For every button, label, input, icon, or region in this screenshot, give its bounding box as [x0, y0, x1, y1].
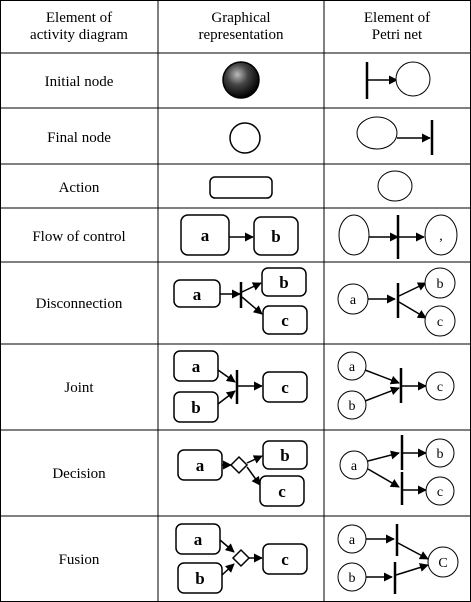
petri-dec-place-c: c	[437, 485, 443, 500]
row-label-action: Action	[59, 180, 100, 196]
uml-joint-node-b: b	[191, 398, 200, 417]
row-label-joint: Joint	[64, 380, 94, 396]
uml-flow-of-control: a b	[180, 214, 299, 256]
petri-joint-place-a: a	[349, 360, 356, 375]
uml-disc-node-b: b	[279, 273, 288, 292]
row-labels: Initial node Final node Action Flow of c…	[32, 74, 125, 568]
uml-flow-node-b: b	[271, 227, 280, 246]
uml-dec-node-c: c	[278, 482, 286, 501]
row-label-fusion: Fusion	[59, 552, 100, 568]
petri-joint-place-c: c	[437, 380, 443, 395]
petri-decision: a b c	[339, 435, 455, 506]
row-label-initial-node: Initial node	[45, 74, 114, 90]
uml-joint: a b c	[173, 350, 308, 423]
petri-joint: a b c	[337, 351, 455, 420]
row-label-flow-of-control: Flow of control	[32, 229, 125, 245]
petri-disconnection: a b c	[337, 267, 456, 337]
petri-fus-place-a: a	[349, 533, 356, 548]
uml-initial-node-symbol	[222, 61, 260, 99]
uml-fusion: a b c	[175, 523, 308, 594]
petri-action-symbol	[377, 170, 413, 202]
uml-dec-node-a: a	[196, 456, 205, 475]
uml-disconnection: a b c	[173, 267, 308, 335]
uml-decision-diamond	[229, 455, 249, 475]
uml-decision: a b c	[177, 440, 308, 507]
uml-disc-node-c: c	[281, 311, 289, 330]
uml-fus-node-b: b	[195, 569, 204, 588]
uml-joint-node-c: c	[281, 378, 289, 397]
petri-flow-mark: ,	[439, 229, 443, 244]
petri-initial-node-symbol	[365, 61, 431, 99]
petri-joint-place-b: b	[349, 399, 356, 414]
uml-final-node-symbol	[229, 122, 261, 154]
petri-fus-place-b: b	[349, 571, 356, 586]
petri-dec-place-b: b	[437, 447, 444, 462]
uml-joint-node-a: a	[192, 357, 201, 376]
petri-disc-place-b: b	[437, 277, 444, 292]
petri-disc-place-c: c	[437, 315, 443, 330]
uml-fus-node-a: a	[194, 530, 203, 549]
uml-fusion-diamond	[231, 548, 251, 568]
uml-action-symbol	[209, 176, 273, 199]
petri-final-node-symbol	[356, 116, 434, 155]
row-label-final-node: Final node	[47, 130, 111, 146]
petri-fusion: a b C	[337, 524, 459, 594]
uml-disc-node-a: a	[193, 285, 202, 304]
uml-flow-node-a: a	[201, 226, 210, 245]
row-label-disconnection: Disconnection	[36, 296, 123, 312]
row-label-decision: Decision	[52, 466, 106, 482]
petri-disc-place-a: a	[350, 293, 357, 308]
uml-dec-node-b: b	[280, 446, 289, 465]
petri-dec-place-a: a	[351, 459, 358, 474]
petri-fus-place-c: C	[438, 556, 447, 571]
uml-fus-node-c: c	[281, 550, 289, 569]
petri-flow-of-control: ,	[338, 214, 458, 259]
